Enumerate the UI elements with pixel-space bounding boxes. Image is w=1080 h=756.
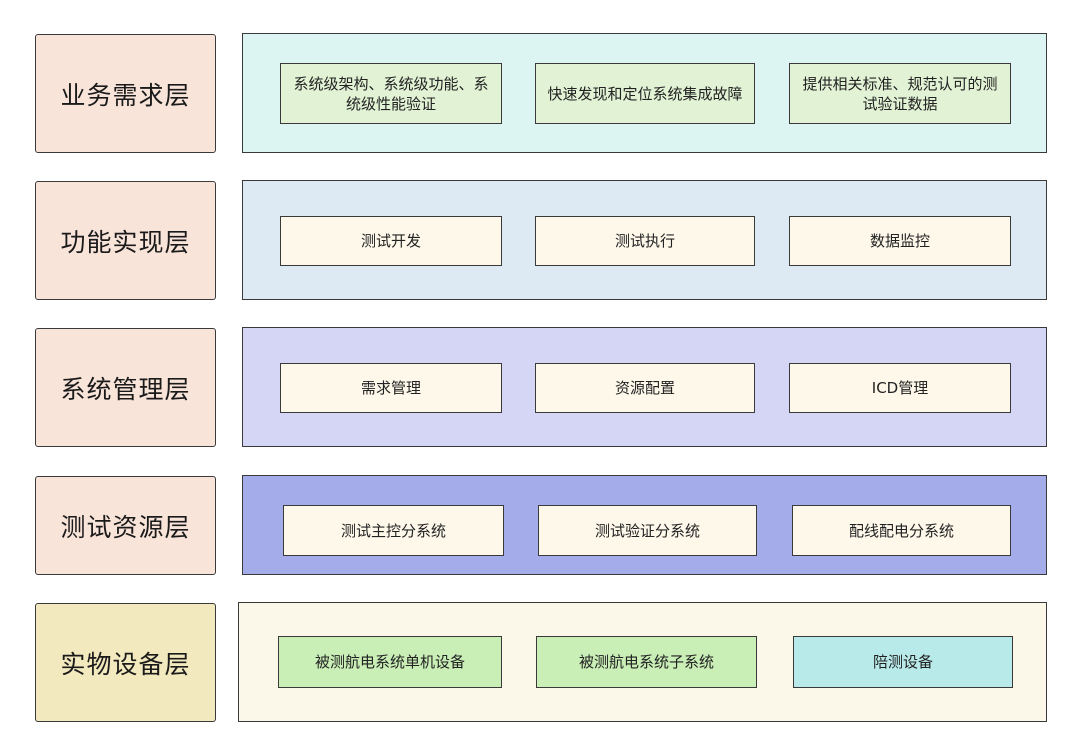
system-item-1: 需求管理 [280,363,502,413]
business-item-1: 系统级架构、系统级功能、系统级性能验证 [280,63,502,124]
resource-item-1: 测试主控分系统 [283,505,504,556]
layer-panel-system: 需求管理 资源配置 ICD管理 [242,327,1047,447]
layer-label-resource: 测试资源层 [35,476,216,575]
layer-panel-business: 系统级架构、系统级功能、系统级性能验证 快速发现和定位系统集成故障 提供相关标准… [242,33,1047,153]
layer-label-system: 系统管理层 [35,328,216,447]
layer-panel-device: 被测航电系统单机设备 被测航电系统子系统 陪测设备 [238,602,1047,722]
layer-label-business: 业务需求层 [35,34,216,153]
business-item-2: 快速发现和定位系统集成故障 [535,63,755,124]
system-item-2: 资源配置 [535,363,755,413]
layer-label-function: 功能实现层 [35,181,216,300]
resource-item-2: 测试验证分系统 [538,505,757,556]
resource-item-3: 配线配电分系统 [792,505,1011,556]
system-item-3: ICD管理 [789,363,1011,413]
device-item-3: 陪测设备 [793,636,1013,688]
device-item-1: 被测航电系统单机设备 [278,636,502,688]
function-item-2: 测试执行 [535,216,755,266]
device-item-2: 被测航电系统子系统 [536,636,757,688]
function-item-1: 测试开发 [280,216,502,266]
function-item-3: 数据监控 [789,216,1011,266]
layer-label-device: 实物设备层 [35,603,216,722]
layer-panel-function: 测试开发 测试执行 数据监控 [242,180,1047,300]
layer-panel-resource: 测试主控分系统 测试验证分系统 配线配电分系统 [242,475,1047,575]
business-item-3: 提供相关标准、规范认可的测试验证数据 [789,63,1011,124]
